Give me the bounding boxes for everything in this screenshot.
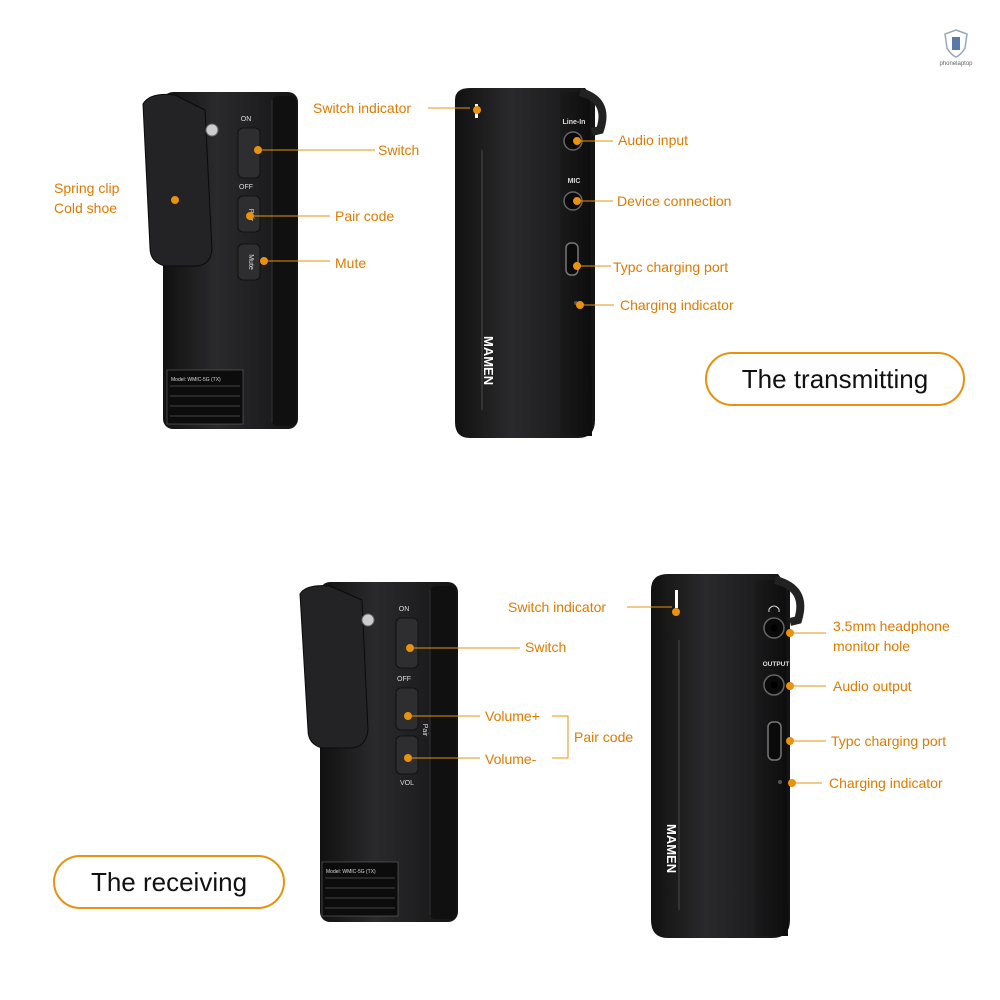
tx-callout-switch: Switch <box>378 142 420 158</box>
watermark-logo: phonelaptop <box>920 28 992 67</box>
rx-callout-switch-indicator: Switch indicator <box>508 599 607 615</box>
tx-typec-port <box>565 242 579 276</box>
rx-charging-led <box>778 780 782 784</box>
rx-callout-headphone-line1: 3.5mm headphone <box>833 618 950 634</box>
tx-off-label: OFF <box>239 184 253 191</box>
rx-callout-pair-code: Pair code <box>574 729 634 745</box>
rx-callout-audio-output: Audio output <box>833 678 912 694</box>
tx-callout-device-connection: Device connection <box>617 193 732 209</box>
rx-pair-label: Pair <box>421 724 428 737</box>
tx-callout-switch-indicator: Switch indicator <box>313 100 412 116</box>
rx-off-label: OFF <box>397 676 411 683</box>
transmitter-back-device <box>455 88 607 438</box>
transmitter-front-device <box>142 92 298 429</box>
tx-model-text: Model: WMIC-5G (TX) <box>171 377 221 383</box>
rx-model-plate <box>321 861 399 917</box>
rx-typec-port <box>767 721 782 761</box>
tx-model-plate <box>166 369 244 425</box>
tx-line-in-label: Line-In <box>563 119 586 126</box>
rx-vol-label: VOL <box>400 780 414 787</box>
tx-callout-cold-shoe: Cold shoe <box>54 200 118 216</box>
tx-callout-pair-code: Pair code <box>335 208 395 224</box>
rx-callout-switch: Switch <box>525 639 567 655</box>
shield-logo-icon <box>944 29 968 58</box>
rx-callout-typec-port: Typc charging port <box>831 733 947 749</box>
receiver-front-device <box>299 582 458 922</box>
rx-switch-button <box>395 617 419 669</box>
watermark-text: phonelaptop <box>939 61 973 67</box>
rx-on-label: ON <box>399 606 410 613</box>
receiver-spring-clip <box>299 585 369 749</box>
tx-callout-charging-indicator: Charging indicator <box>620 297 734 313</box>
tx-mic-label: MIC <box>568 178 581 185</box>
receiving-caption: The receiving <box>53 855 285 909</box>
rx-output-label: OUTPUT <box>763 661 790 668</box>
rx-switch-indicator-led <box>675 590 678 608</box>
tx-callout-typec-port: Typc charging port <box>613 259 729 275</box>
rx-callout-headphone-line2: monitor hole <box>833 638 911 654</box>
tx-callout-mute: Mute <box>335 255 367 271</box>
spring-clip <box>142 93 213 267</box>
rx-callout-charging-indicator: Charging indicator <box>829 775 943 791</box>
tx-mute-button <box>237 243 261 281</box>
callout-lines <box>171 106 826 787</box>
headphone-icon <box>768 605 780 612</box>
transmitting-caption: The transmitting <box>705 352 965 406</box>
tx-callout-spring-clip: Spring clip <box>54 180 120 196</box>
receiver-back-device <box>651 574 805 938</box>
tx-mute-label: Mute <box>247 254 254 270</box>
tx-brand-logo: MAMEN <box>481 336 496 385</box>
tx-on-label: ON <box>241 116 252 123</box>
rx-volume-plus-button <box>395 687 419 731</box>
rx-callout-volume-minus: Volume- <box>485 751 537 767</box>
rx-model-text: Model: WMIC-5G (TX) <box>326 869 376 875</box>
rx-brand-logo: MAMEN <box>664 824 679 873</box>
rx-callout-volume-plus: Volume+ <box>485 708 540 724</box>
tx-callout-audio-input: Audio input <box>618 132 689 148</box>
